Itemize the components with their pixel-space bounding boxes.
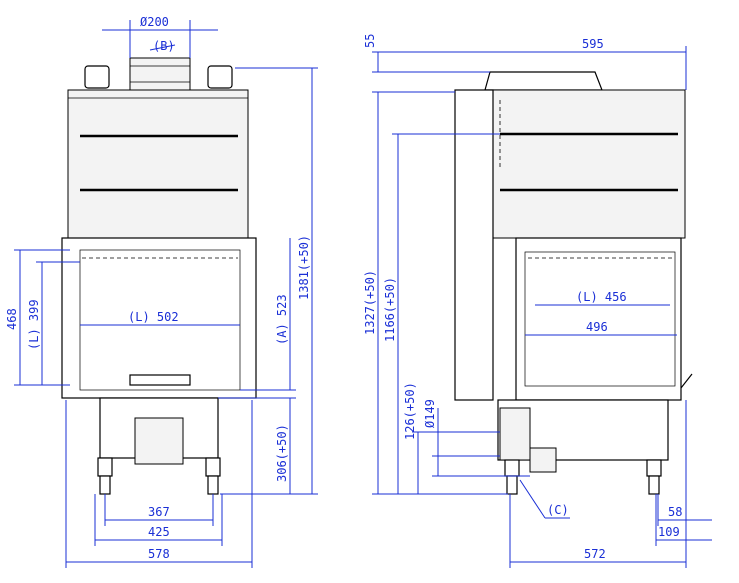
air-connector (529, 447, 557, 473)
height-1327-label: 1327(+50) (363, 270, 377, 335)
side-rear-foot (648, 475, 660, 495)
side-handle (484, 71, 603, 91)
height-1166-label: 1166(+50) (383, 277, 397, 342)
opening-height-label: (L) 399 (27, 299, 41, 350)
glass-opening (79, 249, 241, 391)
height-a-label: (A) 523 (275, 294, 289, 345)
dim-58-label: 58 (668, 505, 682, 519)
top-casing (67, 89, 249, 239)
left-handle (84, 65, 110, 89)
side-dimensions: 55 595 1327(+50) 1166(+50) 126(+50) Ø149… (363, 34, 712, 568)
total-width-label: 578 (148, 547, 170, 561)
air-box (134, 417, 184, 465)
right-handle (207, 65, 233, 89)
air-inlet-diameter-label: Ø149 (423, 399, 437, 428)
front-view (61, 57, 257, 495)
top-offset-label: 55 (363, 34, 377, 48)
flue-diameter-label: Ø200 (140, 15, 169, 29)
left-foot (99, 475, 111, 495)
height-126-label: 126(+50) (403, 382, 417, 440)
total-height-label: 1381(+50) (297, 235, 311, 300)
side-front-leg (504, 459, 520, 477)
ash-tray (129, 374, 191, 386)
left-leg (97, 457, 113, 477)
side-front-foot (506, 475, 518, 495)
leg-span-inner-label: 367 (148, 505, 170, 519)
door-handle (680, 373, 693, 389)
depth-572-label: 572 (584, 547, 606, 561)
flue-collar (129, 57, 191, 91)
air-callout-label: (C) (547, 503, 569, 517)
side-opening-width-label: (L) 456 (576, 290, 627, 304)
total-depth-label: 595 (582, 37, 604, 51)
flue-callout-label: (B) (153, 39, 175, 53)
side-firebox (515, 237, 682, 401)
side-view (454, 71, 693, 495)
right-leg (205, 457, 221, 477)
front-dimensions: Ø200 (B) 468 (L) 399 (L) 502 (A) 523 138… (5, 15, 318, 568)
base-height-label: 306(+50) (275, 424, 289, 482)
side-rear-leg (646, 459, 662, 477)
leg-span-outer-label: 425 (148, 525, 170, 539)
firebox-frame (61, 237, 257, 399)
side-glass-width-label: 496 (586, 320, 608, 334)
dim-109-label: 109 (658, 525, 680, 539)
glass-height-label: 468 (5, 308, 19, 330)
side-rear-panel (454, 89, 494, 401)
air-inlet-pipe (499, 407, 531, 461)
side-glass (524, 251, 676, 387)
opening-width-label: (L) 502 (128, 310, 179, 324)
right-foot (207, 475, 219, 495)
